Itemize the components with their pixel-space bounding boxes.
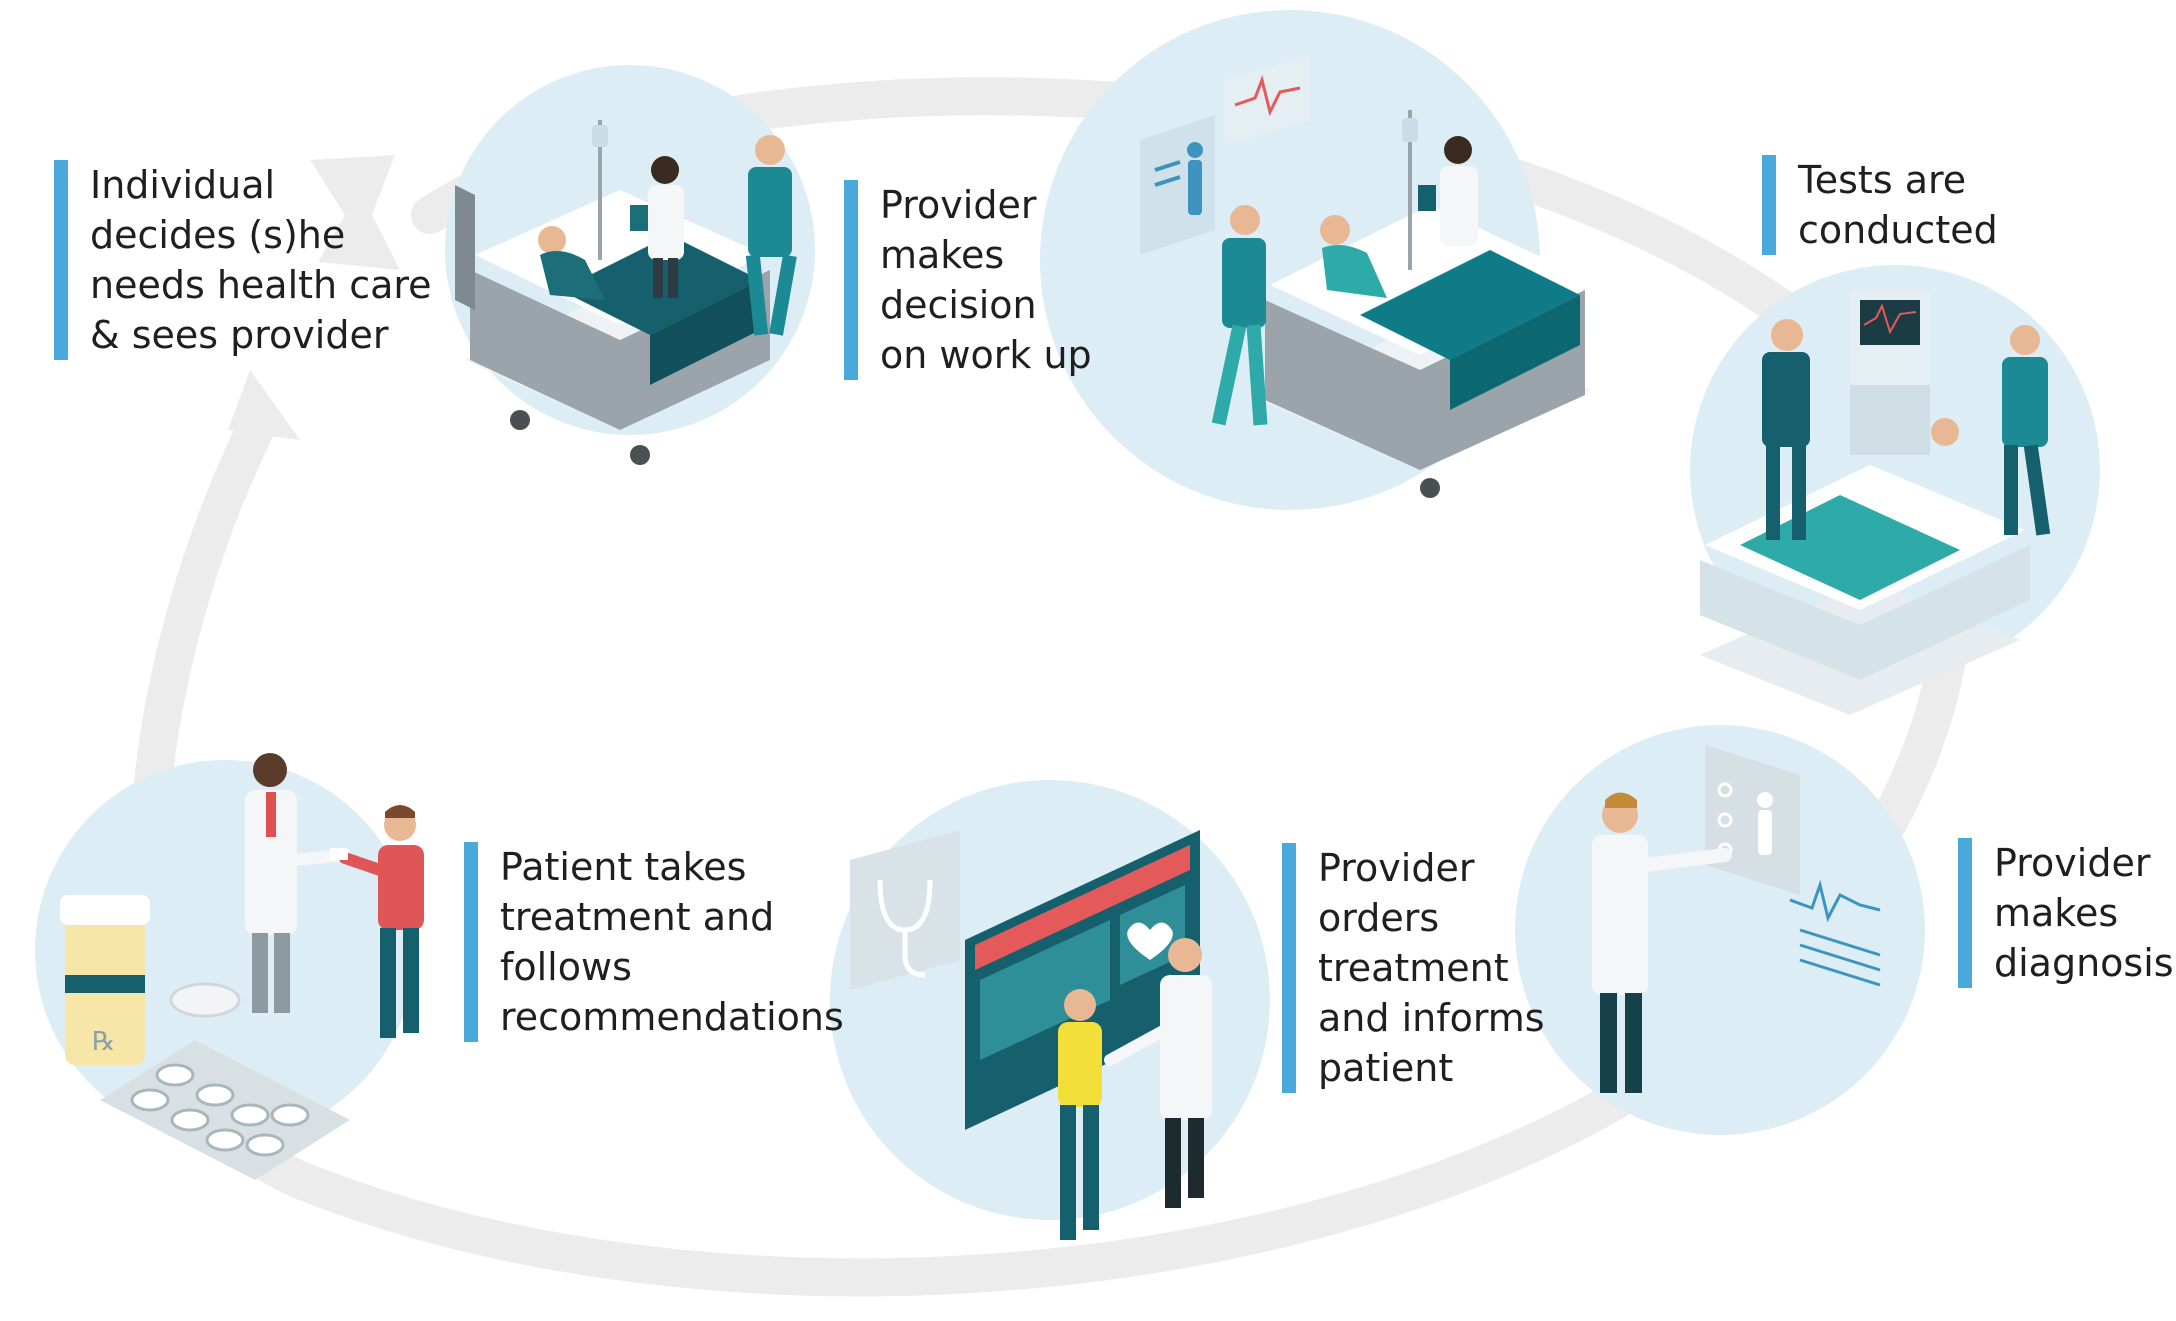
- patient-red-sweater-icon: [378, 845, 424, 930]
- scene-patient-in-bed: [445, 65, 815, 465]
- patient-head-icon: [1931, 418, 1959, 446]
- prescription-card-icon: [330, 848, 348, 860]
- heart-icon: [1127, 922, 1173, 960]
- step-label-line: Patient takes: [500, 845, 747, 889]
- technician-head-icon: [1771, 319, 1803, 351]
- step-label-line: on work up: [880, 333, 1092, 377]
- doctor-head-icon: [651, 156, 679, 184]
- step-label-line: Provider: [1994, 841, 2151, 885]
- step-label-decides: Individual decides (s)he needs health ca…: [54, 160, 432, 360]
- arrowhead-top-icon: [310, 155, 400, 270]
- pill-tablet-icon: [169, 982, 241, 1018]
- rx-symbol-icon: ℞: [92, 1027, 115, 1057]
- patient-yellow-sweater-icon: [1058, 1022, 1102, 1107]
- step-label-line: recommendations: [500, 995, 844, 1039]
- step-label-line: orders: [1318, 896, 1440, 940]
- clipboard-icon: [1418, 185, 1436, 211]
- scene-treatment: ℞: [35, 753, 424, 1180]
- technician-scrubs-icon: [1762, 352, 1810, 447]
- nurse-scrubs-icon: [1222, 238, 1266, 328]
- step-label-diagnosis: Provider makes diagnosis: [1958, 838, 2174, 988]
- iv-bag-icon: [1402, 118, 1418, 142]
- step-label-line: follows: [500, 945, 632, 989]
- blanket-icon: [1360, 250, 1580, 360]
- step-label-follows: Patient takes treatment and follows reco…: [464, 842, 844, 1042]
- step-label-line: Provider: [880, 183, 1037, 227]
- virtual-heartbeat-icon: [1789, 879, 1881, 923]
- patient-head-icon: [1320, 215, 1350, 245]
- doctor-coat-icon: [1592, 835, 1648, 995]
- virtual-stethoscope-panel-icon: [850, 830, 960, 990]
- step-label-line: needs health care: [90, 263, 432, 307]
- nurse-scrubs-icon: [748, 167, 792, 257]
- patient-head-icon: [1064, 989, 1096, 1021]
- doctor-coat-icon: [648, 185, 684, 260]
- step-label-tests: Tests are conducted: [1762, 155, 1998, 255]
- scanner-table-icon: [1700, 545, 2030, 680]
- step-label-treatment: Provider orders treatment and informs pa…: [1282, 843, 1545, 1093]
- nurse-scrubs-icon: [2002, 357, 2048, 447]
- scene-tests: [1690, 265, 2100, 715]
- step-label-line: Provider: [1318, 846, 1475, 890]
- step-label-line: patient: [1318, 1046, 1454, 1090]
- nurse-head-icon: [755, 135, 785, 165]
- doctor-head-icon: [1444, 136, 1472, 164]
- step-label-workup: Provider makes decision on work up: [844, 180, 1092, 380]
- step-label-line: Individual: [90, 163, 276, 207]
- doctor-head-icon: [1168, 938, 1202, 972]
- scene-diagnosis: [1515, 725, 1925, 1135]
- step-label-line: treatment: [1318, 946, 1509, 990]
- step-label-line: makes: [1994, 891, 2119, 935]
- step-label-line: Tests are: [1798, 158, 1967, 202]
- step-label-line: decision: [880, 283, 1037, 327]
- step-label-line: conducted: [1798, 208, 1998, 252]
- nurse-head-icon: [2010, 325, 2040, 355]
- bed-headboard-icon: [455, 185, 475, 310]
- doctor-coat-icon: [1160, 975, 1212, 1120]
- scene-informs-patient: [830, 780, 1270, 1240]
- step-label-line: diagnosis: [1994, 941, 2174, 985]
- iv-bag-icon: [592, 125, 608, 147]
- patient-head-icon: [538, 226, 566, 254]
- doctor-coat-icon: [1440, 166, 1478, 246]
- step-label-line: decides (s)he: [90, 213, 346, 257]
- step-label-line: treatment and: [500, 895, 775, 939]
- clipboard-icon: [630, 205, 648, 231]
- nurse-head-icon: [1230, 205, 1260, 235]
- scene-workup: [1040, 10, 1590, 510]
- step-label-line: makes: [880, 233, 1005, 277]
- step-label-line: and informs: [1318, 996, 1545, 1040]
- arrowhead-left-up-icon: [228, 370, 300, 440]
- doctor-coat-icon: [245, 790, 297, 935]
- doctor-head-icon: [253, 753, 287, 787]
- step-label-line: & sees provider: [90, 313, 389, 357]
